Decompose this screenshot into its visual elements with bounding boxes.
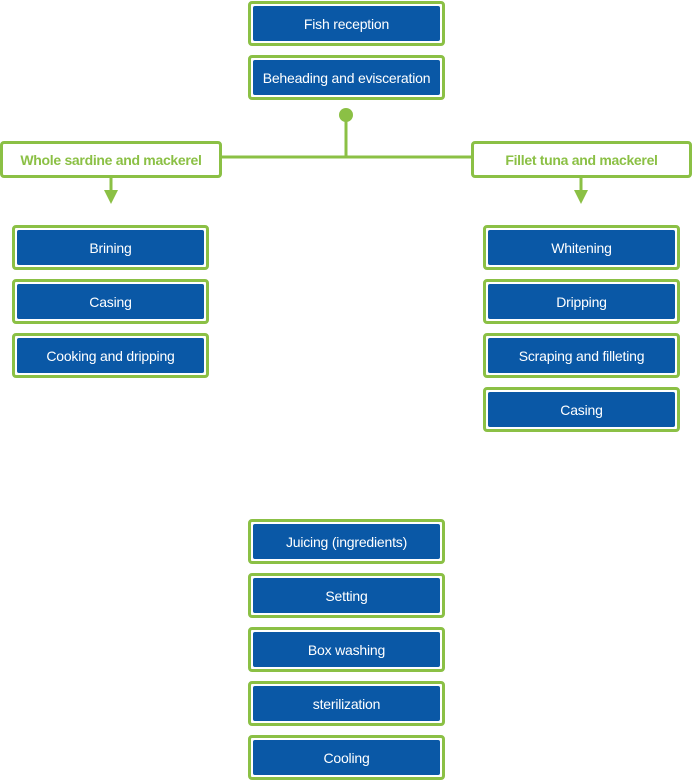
step-label: Casing xyxy=(17,284,204,319)
step-whitening: Whitening xyxy=(483,225,680,270)
connector-node-dot xyxy=(339,108,353,122)
step-cooling: Cooling xyxy=(248,735,445,780)
step-sterilization: sterilization xyxy=(248,681,445,726)
step-label: sterilization xyxy=(253,686,440,721)
step-label: Setting xyxy=(253,578,440,613)
step-label: Dripping xyxy=(488,284,675,319)
step-label: Beheading and evisceration xyxy=(253,60,440,95)
step-label: Casing xyxy=(488,392,675,427)
branch-fillet-tuna-mackerel: Fillet tuna and mackerel xyxy=(471,141,692,178)
step-label: Scraping and filleting xyxy=(488,338,675,373)
step-juicing: Juicing (ingredients) xyxy=(248,519,445,564)
step-beheading-evisceration: Beheading and evisceration xyxy=(248,55,445,100)
step-label: Cooking and dripping xyxy=(17,338,204,373)
arrow-left-head-icon xyxy=(104,190,118,204)
step-label: Juicing (ingredients) xyxy=(253,524,440,559)
step-label: Fish reception xyxy=(253,6,440,41)
step-brining: Brining xyxy=(12,225,209,270)
step-scraping-filleting: Scraping and filleting xyxy=(483,333,680,378)
step-dripping: Dripping xyxy=(483,279,680,324)
step-label: Cooling xyxy=(253,740,440,775)
step-casing-left: Casing xyxy=(12,279,209,324)
step-cooking-dripping: Cooking and dripping xyxy=(12,333,209,378)
step-label: Box washing xyxy=(253,632,440,667)
step-casing-right: Casing xyxy=(483,387,680,432)
step-setting: Setting xyxy=(248,573,445,618)
arrow-right-head-icon xyxy=(574,190,588,204)
branch-whole-sardine-mackerel: Whole sardine and mackerel xyxy=(0,141,222,178)
step-box-washing: Box washing xyxy=(248,627,445,672)
step-fish-reception: Fish reception xyxy=(248,1,445,46)
step-label: Brining xyxy=(17,230,204,265)
step-label: Whitening xyxy=(488,230,675,265)
